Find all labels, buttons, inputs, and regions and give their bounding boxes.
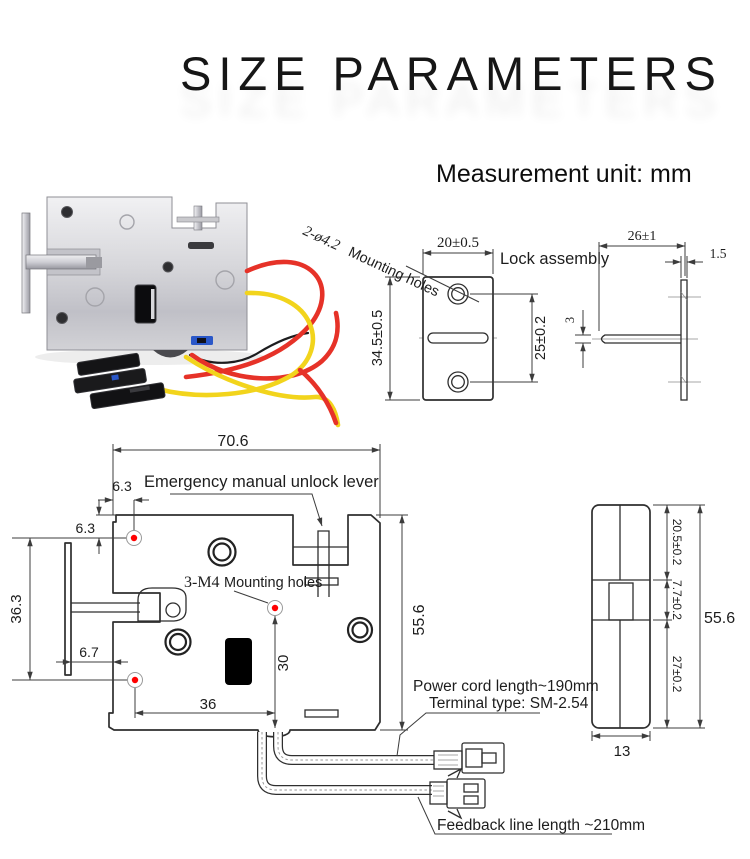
- dim-latch-height: 36.3: [8, 594, 25, 623]
- stamped-circle: [215, 270, 235, 290]
- bracket-slot: [427, 332, 489, 344]
- bracket-holes-label-prefix: 2-ø4.2: [300, 223, 342, 254]
- latch-arm-tip: [86, 257, 102, 268]
- lock-front-view: 70.6 Emergency manual unlock lever 6.3 6…: [8, 433, 428, 738]
- page-title: SIZE PARAMETERS: [180, 47, 723, 100]
- dim-bracket-hole-spacing: 25±0.2: [533, 316, 549, 360]
- screw-boss: [164, 628, 192, 656]
- dim-side-height: 55.6: [704, 610, 735, 627]
- lock-window: [134, 284, 157, 324]
- lock-body-photo: [46, 196, 248, 351]
- screw-hole: [56, 312, 68, 324]
- dim-bracket-width: 20±0.5: [437, 235, 479, 251]
- terminal-type-label: Terminal type: SM-2.54: [429, 695, 589, 712]
- cable-drawing: Power cord length~190mm Terminal type: S…: [257, 678, 645, 835]
- lock-drawing: 70.6 Emergency manual unlock lever 6.3 6…: [8, 433, 735, 835]
- bracket-side-plate: [680, 279, 688, 401]
- lever-label: Emergency manual unlock lever: [144, 473, 379, 491]
- screw-boss: [346, 616, 374, 644]
- stamped-circle: [85, 287, 105, 307]
- photo-connectors: [73, 352, 166, 410]
- dim-tongue-thickness: 3: [563, 317, 577, 323]
- lock-side-view: 20.5±0.2 7.7±0.2 27±0.2 55.6 13: [591, 504, 735, 760]
- wire-red: [297, 367, 339, 426]
- mount-label: Mounting holes: [224, 575, 322, 591]
- dim-side-mid: 7.7±0.2: [670, 580, 684, 620]
- side-latch-block: [608, 582, 634, 621]
- dim-side-depth: 13: [614, 743, 631, 760]
- wire-black: [188, 331, 310, 364]
- dim-hole-span: 36: [200, 696, 217, 713]
- latch-arm: [25, 254, 97, 270]
- feedback-line-label: Feedback line length ~210mm: [437, 817, 645, 834]
- power-cord-label: Power cord length~190mm: [413, 678, 599, 695]
- wire-yellow: [155, 290, 316, 398]
- dim-hole-inset-y: 6.3: [76, 520, 96, 536]
- vent-slot: [188, 242, 214, 249]
- latch-head: [137, 587, 187, 622]
- dim-hole-inset-x: 6.3: [112, 478, 132, 494]
- wire-exit-bump: [153, 350, 188, 358]
- blue-indicator-core: [197, 338, 206, 343]
- bracket-side-view: 26±1 1.5 3: [563, 229, 727, 401]
- dim-lock-height: 55.6: [411, 604, 428, 635]
- side-slot: [304, 709, 339, 718]
- screw-boss: [207, 537, 237, 567]
- dim-lock-width: 70.6: [217, 433, 248, 450]
- bracket-plate: [422, 276, 494, 401]
- screw-hole: [162, 261, 174, 273]
- dim-side-top: 20.5±0.2: [670, 519, 684, 566]
- wire-yellow: [183, 354, 341, 428]
- dim-hole-bottom-offset: 30: [275, 655, 292, 672]
- product-photo: [21, 196, 341, 428]
- wire-red: [189, 310, 340, 381]
- dim-bracket-height: 34.5±0.5: [370, 310, 386, 366]
- power-connector: [433, 742, 505, 774]
- dim-latch-gap: 6.7: [79, 644, 99, 660]
- bracket-front-view: 20±0.5 34.5±0.5 25±0.2 2-ø4.2 Mounting h…: [300, 223, 610, 401]
- latch-bar-drawing: [64, 542, 72, 676]
- mount-label-prefix: 3-M4: [184, 574, 220, 591]
- lock-body-outline: [108, 514, 381, 738]
- bracket-drawing: 20±0.5 34.5±0.5 25±0.2 2-ø4.2 Mounting h…: [300, 223, 727, 401]
- dim-tongue-length: 26±1: [628, 229, 657, 244]
- feedback-connector: [429, 767, 486, 820]
- measurement-unit-note: Measurement unit: mm: [436, 160, 692, 188]
- bracket-hole-top: [447, 283, 469, 305]
- side-slot: [304, 577, 339, 586]
- mounting-hole-marker: [126, 530, 283, 688]
- bracket-hole-bottom: [447, 371, 469, 393]
- lock-window-highlight: [151, 289, 155, 319]
- bracket-side-tongue: [600, 334, 681, 344]
- lock-window-drawing: [225, 638, 252, 685]
- dim-side-bottom: 27±0.2: [670, 656, 684, 693]
- lock-side-outline: [591, 504, 651, 729]
- screw-hole: [61, 206, 73, 218]
- lock-assembly-label: Lock assembly: [500, 250, 610, 268]
- stamped-circle: [119, 214, 135, 230]
- pin-rod: [176, 216, 220, 223]
- dim-plate-thickness: 1.5: [710, 246, 727, 261]
- unlock-lever: [317, 530, 330, 597]
